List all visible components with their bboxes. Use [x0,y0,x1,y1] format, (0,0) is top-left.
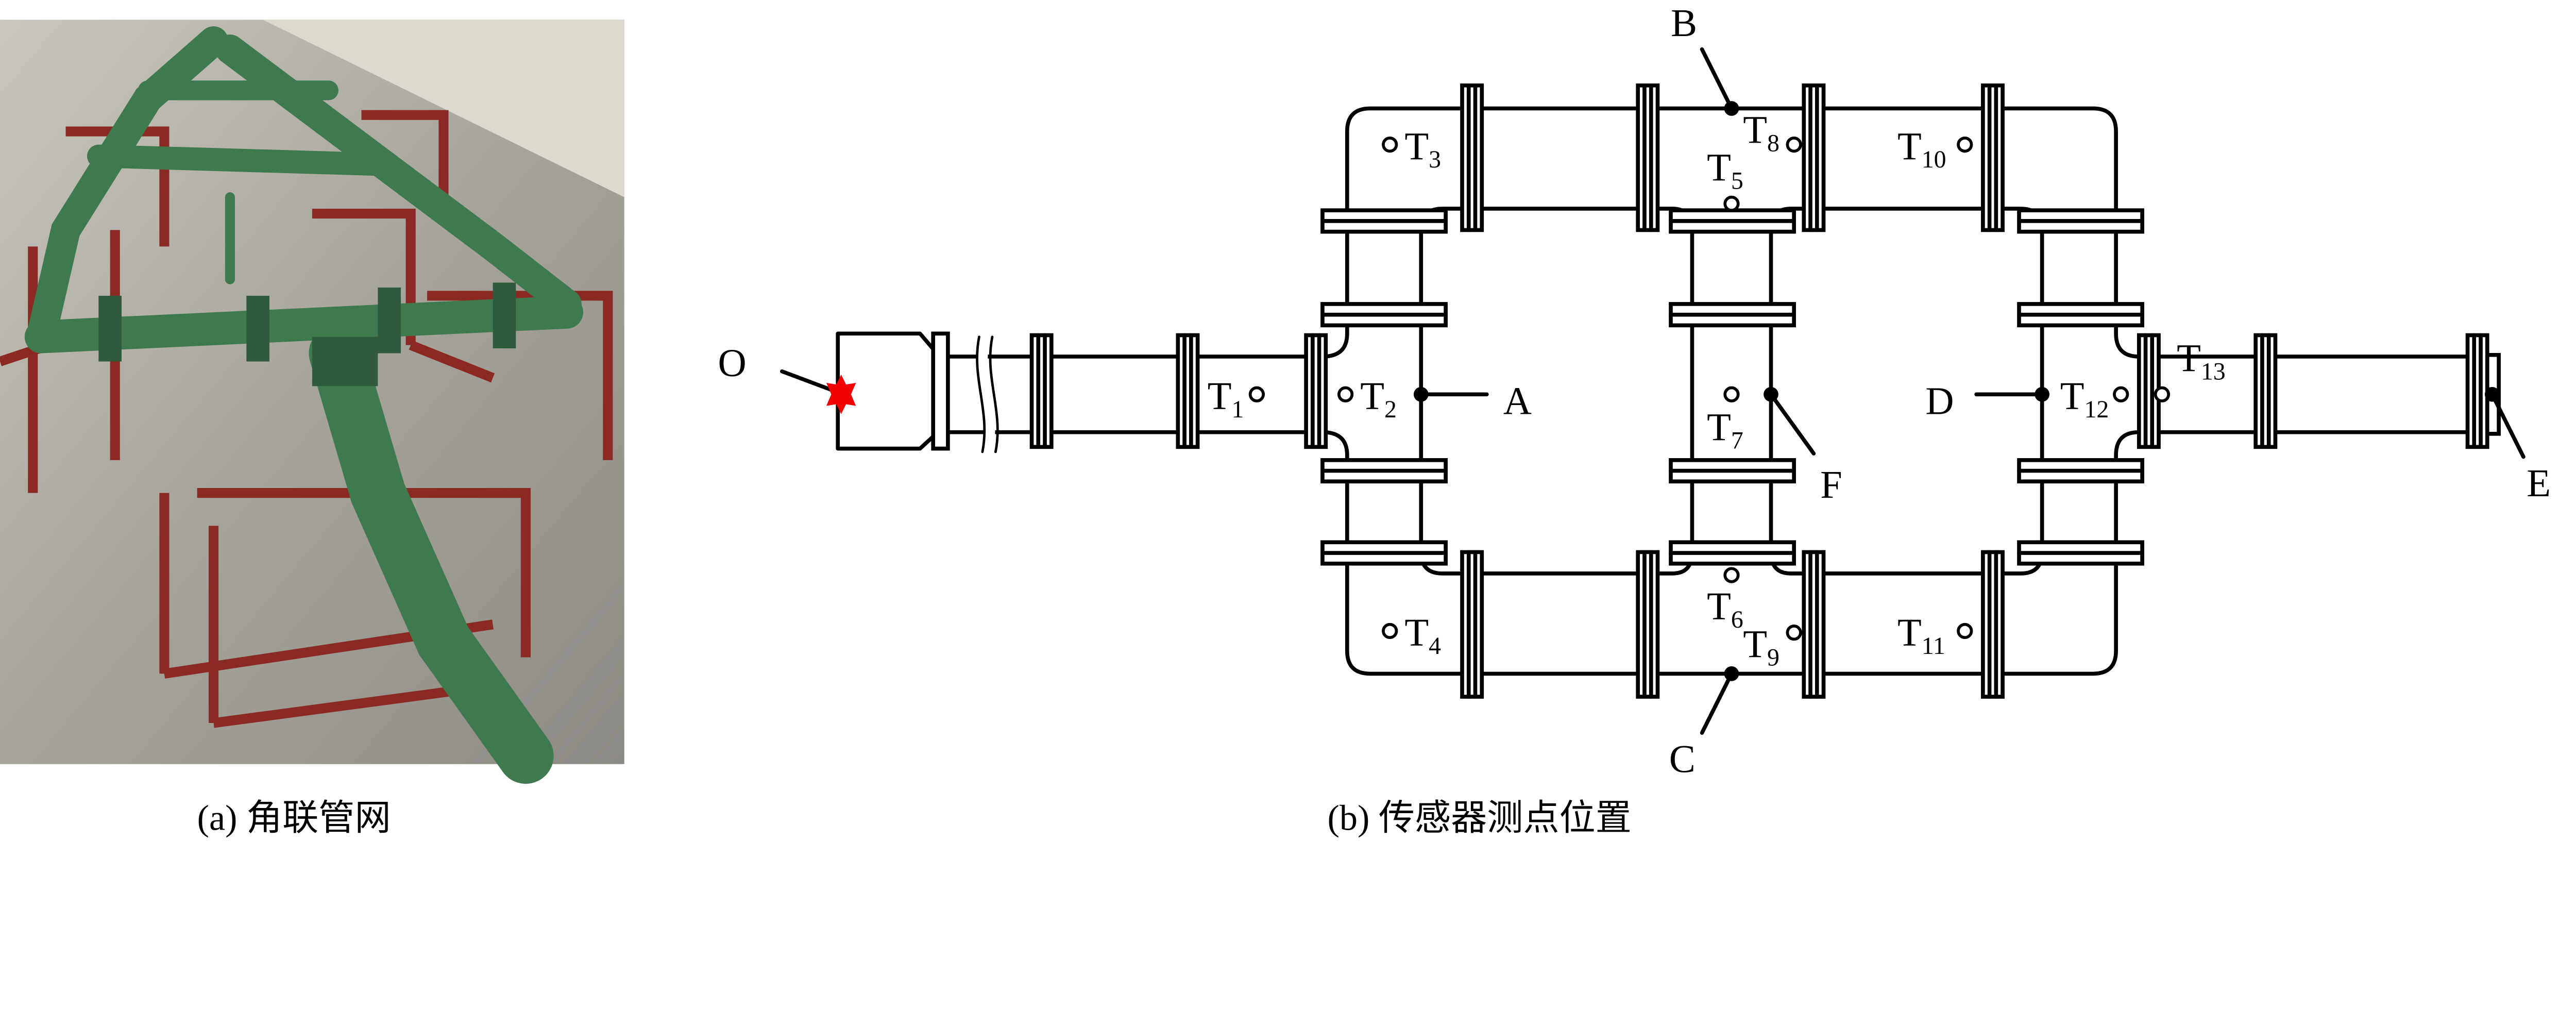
sensor-marker [1786,136,1802,153]
red-star-burst-icon [826,375,856,414]
sensor-marker [1723,567,1740,583]
sensor-label: T12 [2060,374,2109,423]
leader-o [780,369,837,393]
point-dot-e [2484,386,2500,402]
sensor-label: T1 [1208,374,1244,423]
outer-pipe-top [1320,106,2141,359]
sensor-label: T10 [1897,124,1946,173]
flange [1802,550,1826,699]
point-dot-a [1413,386,1429,402]
point-dot-d [2035,386,2049,402]
flange [1460,550,1484,699]
sensor-marker [1382,136,1398,153]
inner-loop-right [1769,207,2044,576]
source-chamber [836,331,942,451]
flange [2465,333,2489,449]
sensor-label: T9 [1743,622,1780,671]
pipe-network-photo [0,20,624,784]
point-label-f: F [1820,463,1842,507]
sensor-marker [1337,386,1354,402]
sensor-marker [1248,386,1265,402]
caption-b: (b) 传感器测点位置 [1328,798,1632,838]
sensor-marker [1723,195,1740,212]
point-label-c: C [1669,737,1696,781]
sensor-marker [1723,386,1740,402]
point-dot-c [1724,666,1739,681]
sensor-marker [1382,622,1398,639]
sensor-label: T11 [1897,611,1945,660]
sensor-label: T2 [1360,374,1397,423]
inlet-pipe [938,355,1325,434]
leader-c [1700,671,1734,735]
flange [1029,333,1054,449]
point-dot-f [1764,386,1778,402]
point-label-d: D [1925,379,1954,423]
sensor-label: T5 [1707,146,1743,195]
flanges [931,83,2501,699]
sensor-label: T8 [1743,108,1780,157]
outer-pipe-bottom [1320,430,2141,676]
sensor-label: T6 [1707,584,1743,633]
sensor-marker [2154,386,2171,402]
flange [1636,83,1660,232]
sensor-label: T13 [2177,336,2226,385]
sensor-label: T7 [1707,406,1743,454]
break-mark [976,335,999,453]
caption-a: (a) 角联管网 [197,798,391,838]
sensor-marker [1957,136,1973,153]
sensor-marker [1786,625,1802,641]
leader-f [1769,392,1816,456]
point-label-e: E [2527,461,2551,505]
sensor-marker [2113,386,2129,402]
flange [2253,333,2278,449]
flange [1636,550,1660,699]
point-label-b: B [1671,1,1697,45]
sensor-label: T4 [1404,611,1441,660]
inner-loop-left [1419,207,1694,576]
sensor-marker [1957,622,1973,639]
flange [931,331,950,451]
flange [1304,333,1328,449]
flange [1460,83,1484,232]
leader-e [2490,392,2526,459]
point-dot-b [1724,101,1739,116]
sensor-label: T3 [1404,124,1441,173]
flange [1981,550,2005,699]
point-label-a: A [1503,379,1532,423]
flange [1176,333,1200,449]
flange [1981,83,2005,232]
point-label-o: O [718,341,746,385]
flange [1802,83,1826,232]
outlet-pipe [2137,355,2491,434]
leader-b [1700,47,1734,111]
